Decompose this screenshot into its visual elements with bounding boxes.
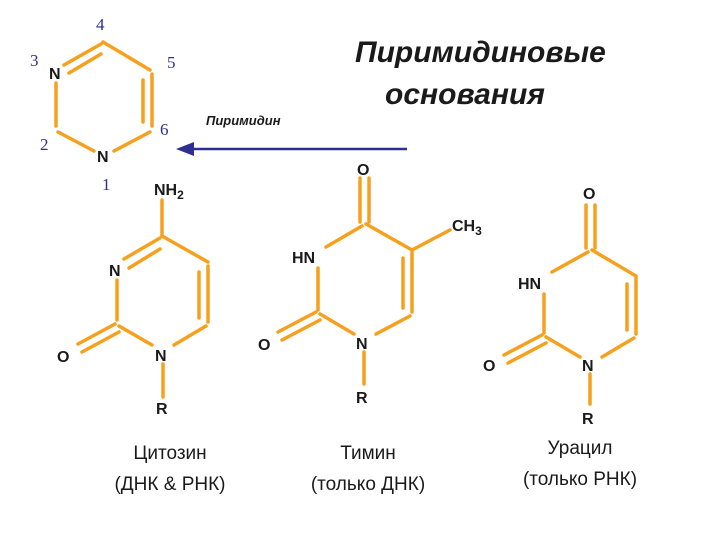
bond xyxy=(112,130,152,153)
bond xyxy=(600,336,636,359)
arrow-head-icon xyxy=(176,142,194,156)
thymine-structure xyxy=(276,176,452,386)
uracil-structure xyxy=(502,203,638,406)
pyrimidine-structure xyxy=(54,40,154,153)
thymine-n1: N xyxy=(356,336,368,353)
thymine-ch3: CH3 xyxy=(452,218,482,238)
thymine-name: Тимин xyxy=(340,443,396,464)
thymine-r: R xyxy=(356,390,368,407)
bond xyxy=(590,248,638,278)
cytosine-name: Цитозин xyxy=(133,443,206,464)
bond xyxy=(324,224,364,249)
bond xyxy=(318,312,356,336)
uracil-note: (только РНК) xyxy=(523,469,637,490)
bond xyxy=(101,40,152,72)
bond xyxy=(502,333,544,357)
cytosine-r: R xyxy=(156,401,168,418)
position-number-6: 6 xyxy=(160,120,169,139)
cytosine-note: (ДНК & РНК) xyxy=(114,474,225,495)
cytosine-nh2: NH2 xyxy=(154,182,184,202)
bond xyxy=(364,222,414,252)
bond xyxy=(374,314,412,336)
thymine-note: (только ДНК) xyxy=(311,474,425,495)
bond xyxy=(56,130,96,153)
bond xyxy=(550,250,590,274)
position-number-1: 1 xyxy=(102,175,111,194)
cytosine-n3: N xyxy=(109,263,121,280)
bond xyxy=(67,52,103,75)
bond xyxy=(80,330,121,354)
uracil-r: R xyxy=(582,411,594,428)
bond xyxy=(117,324,154,347)
diagram-title-line2: основания xyxy=(385,78,545,111)
bond xyxy=(160,234,210,264)
position-number-2: 2 xyxy=(40,135,49,154)
bond xyxy=(127,247,162,270)
uracil-n1: N xyxy=(582,358,594,375)
position-number-3: 3 xyxy=(30,51,39,70)
thymine-hn: HN xyxy=(292,250,315,267)
pyrimidine-n3: N xyxy=(49,66,61,83)
bond xyxy=(544,335,582,359)
position-number-5: 5 xyxy=(167,53,176,72)
bond xyxy=(62,42,103,67)
cytosine-n1: N xyxy=(155,348,167,365)
uracil-name: Урацил xyxy=(548,438,613,459)
cytosine-structure xyxy=(76,198,210,399)
thymine-o4: O xyxy=(357,162,369,179)
arrow-label: Пиримидин xyxy=(206,113,281,128)
bond xyxy=(76,322,117,346)
bond xyxy=(280,318,322,342)
bond xyxy=(172,324,208,347)
cytosine-o: O xyxy=(57,349,69,366)
bond xyxy=(506,341,548,365)
diagram-title-line1: Пиримидиновые xyxy=(355,36,606,69)
thymine-o2: O xyxy=(258,337,270,354)
bond xyxy=(122,236,162,261)
uracil-hn: HN xyxy=(518,276,541,293)
uracil-o4: O xyxy=(583,186,595,203)
bond xyxy=(410,228,452,252)
uracil-o2: O xyxy=(483,358,495,375)
position-number-4: 4 xyxy=(96,15,105,34)
bond xyxy=(276,310,318,334)
pyrimidine-n1: N xyxy=(97,149,109,166)
